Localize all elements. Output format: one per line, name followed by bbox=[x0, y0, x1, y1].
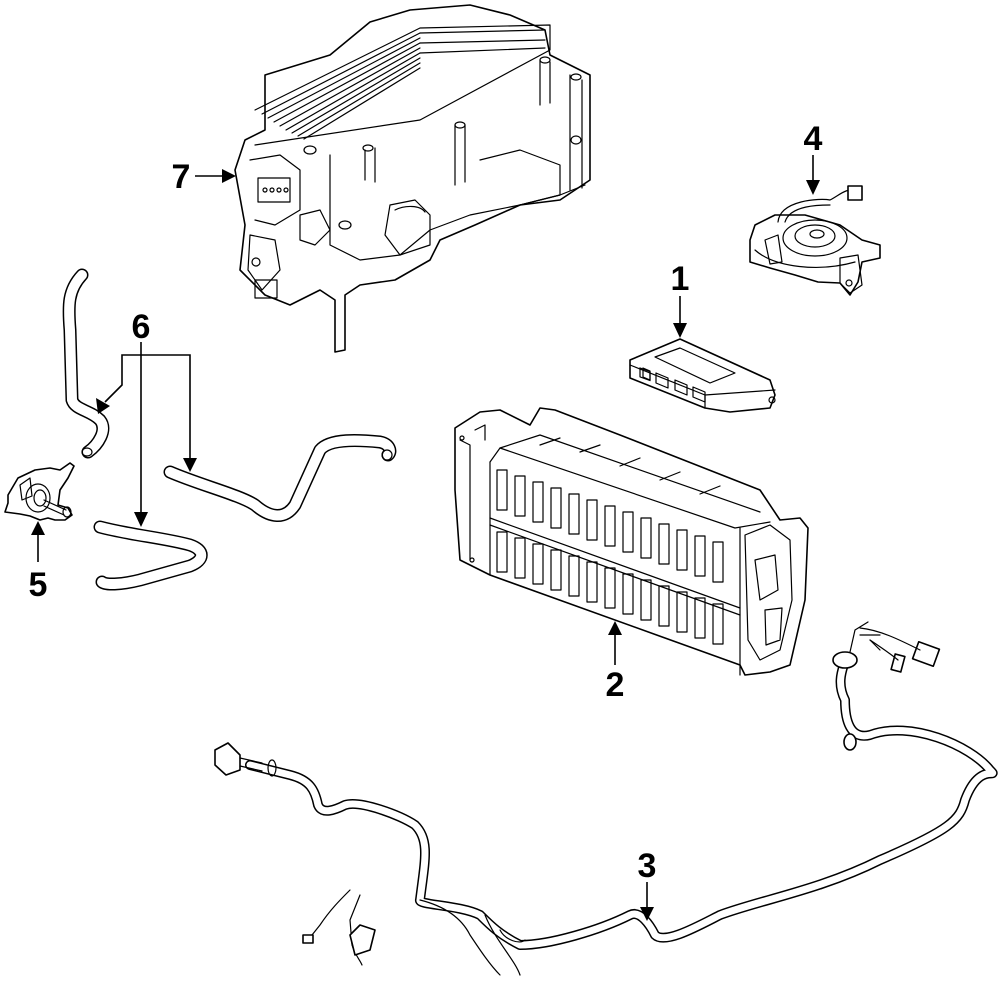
callout-label-4: 4 bbox=[804, 120, 823, 158]
cooling-fan[interactable] bbox=[749, 185, 881, 296]
arrow-icon bbox=[134, 512, 148, 527]
callout-1[interactable]: 1 bbox=[671, 260, 690, 338]
callout-label-3: 3 bbox=[638, 847, 657, 885]
arrow-icon bbox=[608, 621, 622, 635]
callout-6[interactable]: 6 bbox=[96, 308, 197, 527]
callout-label-5: 5 bbox=[29, 566, 48, 604]
hoses[interactable] bbox=[62, 268, 397, 591]
valve[interactable] bbox=[4, 462, 75, 521]
arrow-icon bbox=[31, 521, 45, 535]
arrow-icon bbox=[640, 907, 654, 921]
battery-cell-stack[interactable] bbox=[454, 407, 809, 676]
callout-label-7: 7 bbox=[172, 158, 191, 196]
callout-2[interactable]: 2 bbox=[606, 621, 625, 704]
arrow-icon bbox=[806, 180, 820, 195]
arrow-icon bbox=[673, 323, 687, 338]
callout-label-1: 1 bbox=[671, 260, 690, 298]
inverter-assembly[interactable] bbox=[234, 4, 591, 353]
control-module[interactable] bbox=[629, 338, 776, 413]
arrow-icon bbox=[183, 458, 197, 472]
arrow-icon bbox=[96, 398, 110, 414]
callout-label-2: 2 bbox=[606, 666, 625, 704]
callout-label-6: 6 bbox=[132, 308, 151, 346]
arrow-icon bbox=[222, 169, 236, 183]
wiring-harness[interactable] bbox=[214, 621, 998, 976]
cell-grid bbox=[496, 469, 724, 645]
callout-4[interactable]: 4 bbox=[804, 120, 823, 195]
callout-3[interactable]: 3 bbox=[638, 847, 657, 921]
hose-middle[interactable] bbox=[163, 434, 397, 522]
callout-7[interactable]: 7 bbox=[172, 158, 236, 196]
callout-5[interactable]: 5 bbox=[29, 521, 48, 604]
hose-lower[interactable] bbox=[93, 520, 208, 591]
hose-upper-left[interactable] bbox=[62, 268, 110, 459]
